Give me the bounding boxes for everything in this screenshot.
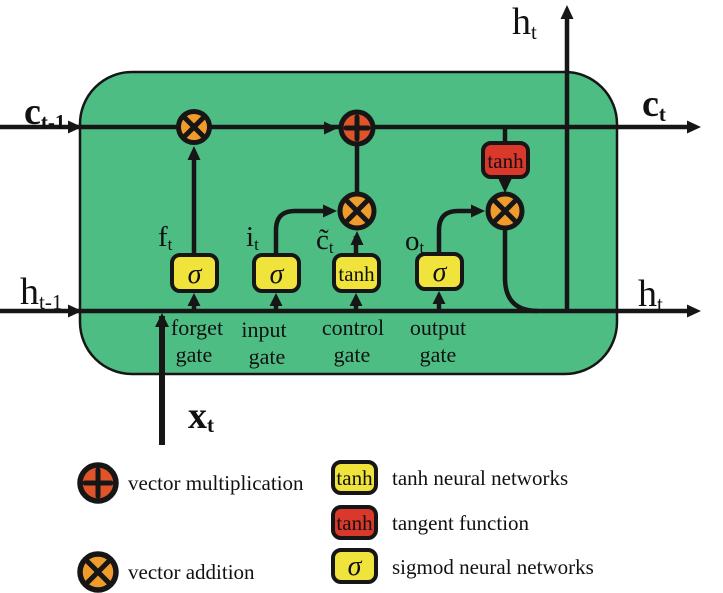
signal-labels: ft it c̃t ot bbox=[158, 221, 425, 257]
input-to-multiply2-curve bbox=[273, 208, 328, 257]
forget-gate-caption-1: forget bbox=[171, 315, 223, 340]
into-multiply2-bottom-arrow bbox=[350, 231, 364, 245]
cross-icon bbox=[84, 558, 112, 586]
forget-gate-caption-2: gate bbox=[176, 342, 213, 367]
tanh-red-icon bbox=[331, 505, 378, 540]
multiply-node-2 bbox=[337, 191, 377, 231]
control-gate-caption-1: control bbox=[322, 315, 384, 340]
c-out-arrow bbox=[687, 120, 701, 134]
red-tanh-box bbox=[481, 141, 530, 179]
h-prev-label: ht-1 bbox=[20, 271, 62, 314]
cross-icon bbox=[344, 198, 370, 224]
control-gate-caption-2: gate bbox=[334, 342, 371, 367]
control-tanh-label: tanh bbox=[338, 262, 375, 286]
input-gate-caption-2: gate bbox=[249, 344, 286, 369]
legend-tangent-fn: tanh tangent function bbox=[331, 505, 530, 540]
io-labels: ct-1 ht-1 xt ht ct ht bbox=[20, 1, 666, 437]
into-multiply2-left-arrow bbox=[323, 204, 337, 218]
control-tanh-box bbox=[332, 253, 381, 293]
x-input-label: xt bbox=[188, 395, 214, 437]
c-prev-arrow bbox=[68, 120, 82, 134]
c-tilde-t-label: c̃t bbox=[316, 224, 334, 257]
forget-sigma-box bbox=[170, 253, 219, 293]
arrowheads bbox=[68, 5, 701, 327]
legend-tanh-nn: tanh tanh neural networks bbox=[331, 460, 568, 495]
plus-icon bbox=[343, 114, 371, 142]
gate-nodes: σ σ tanh σ tanh bbox=[170, 141, 530, 293]
h-top-arrow bbox=[560, 5, 574, 19]
forget-stub-arrow bbox=[187, 293, 201, 306]
cross-icon bbox=[492, 198, 518, 224]
sigma-yellow-icon-label: σ bbox=[348, 551, 363, 582]
multiply3-to-hline-curve bbox=[502, 226, 539, 314]
into-multiply3-top-arrow bbox=[498, 179, 512, 193]
o-t-label: ot bbox=[405, 225, 425, 257]
c-prev-label: ct-1 bbox=[24, 91, 65, 134]
output-to-multiply3-curve bbox=[436, 208, 476, 256]
legend-vector-multiplication-label: vector multiplication bbox=[128, 471, 304, 495]
flow-lines bbox=[0, 12, 692, 445]
plus-icon bbox=[82, 467, 114, 499]
red-tanh-label: tanh bbox=[487, 149, 524, 173]
h-prev-arrow bbox=[68, 304, 82, 318]
multiply-node-1 bbox=[176, 109, 212, 145]
into-add-arrow bbox=[324, 121, 338, 135]
sigma-yellow-icon bbox=[331, 548, 378, 584]
into-multiply3-left-arrow bbox=[471, 204, 485, 218]
gate-captions: forget gate input gate control gate outp… bbox=[171, 315, 466, 369]
output-gate-caption-2: gate bbox=[420, 342, 457, 367]
h-top-label: ht bbox=[512, 1, 537, 44]
add-node bbox=[338, 109, 376, 147]
legend-sigmoid-nn: σ sigmod neural networks bbox=[331, 548, 594, 584]
output-gate-caption-1: output bbox=[410, 315, 466, 340]
i-t-label: it bbox=[246, 221, 259, 254]
input-sigma-label: σ bbox=[270, 259, 285, 290]
c-out-label: ct bbox=[642, 83, 666, 126]
forget-sigma-label: σ bbox=[188, 259, 203, 290]
tanh-red-icon-label: tanh bbox=[336, 511, 373, 535]
legend-sigmoid-nn-label: sigmod neural networks bbox=[392, 555, 594, 579]
legend-vector-addition: vector addition bbox=[77, 551, 255, 593]
h-out-arrow bbox=[687, 304, 701, 318]
legend: vector multiplication vector addition ta… bbox=[77, 460, 594, 593]
legend-vector-multiplication: vector multiplication bbox=[77, 462, 304, 504]
input-gate-caption-1: input bbox=[241, 317, 286, 342]
tanh-yellow-icon-label: tanh bbox=[336, 466, 373, 490]
output-stub-arrow bbox=[432, 291, 446, 304]
control-stub-arrow bbox=[349, 293, 363, 306]
input-stub-arrow bbox=[269, 293, 283, 306]
cross-icon bbox=[182, 115, 206, 139]
output-sigma-label: σ bbox=[433, 257, 448, 288]
multiply-node-3 bbox=[485, 191, 525, 231]
tanh-yellow-icon bbox=[331, 460, 378, 495]
x-input-arrow bbox=[155, 313, 169, 327]
output-sigma-box bbox=[415, 252, 464, 291]
operator-nodes bbox=[176, 109, 525, 231]
legend-vector-addition-label: vector addition bbox=[128, 560, 255, 584]
f-t-label: ft bbox=[158, 221, 173, 254]
h-out-label: ht bbox=[638, 273, 663, 316]
input-sigma-box bbox=[252, 253, 301, 293]
legend-tangent-fn-label: tangent function bbox=[392, 511, 530, 535]
legend-tanh-nn-label: tanh neural networks bbox=[392, 466, 568, 490]
into-multiply1-arrow bbox=[187, 146, 201, 160]
